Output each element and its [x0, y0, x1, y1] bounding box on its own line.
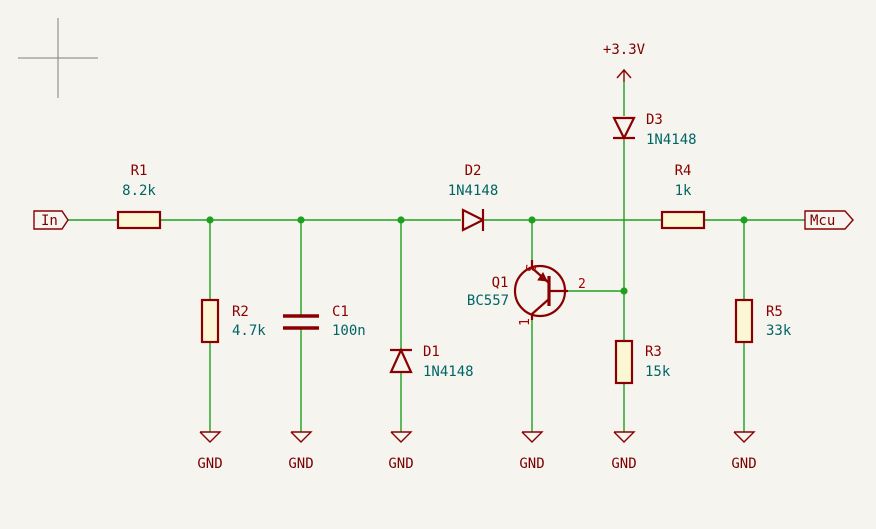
diode-d1[interactable]: D1 1N4148 [389, 344, 474, 380]
r2-ref: R2 [232, 304, 249, 320]
r4-ref: R4 [675, 163, 692, 179]
gnd-label: GND [197, 456, 222, 472]
transistor-q1[interactable]: 3 2 1 Q1 BC557 [467, 260, 586, 326]
gnd-label: GND [611, 456, 636, 472]
resistor-r2[interactable]: R2 4.7k [200, 298, 266, 344]
gnd-label: GND [388, 456, 413, 472]
d3-ref: D3 [646, 112, 663, 128]
pnp-arrow-icon [537, 272, 548, 282]
r1-ref: R1 [131, 163, 148, 179]
crosshair-cursor-icon [18, 18, 98, 98]
gnd-symbol-r2[interactable]: GND [197, 431, 223, 472]
junction-dot [620, 287, 628, 295]
junctions [206, 216, 748, 295]
q1-pin-emitter: 3 [522, 264, 537, 272]
d2-value: 1N4148 [448, 183, 499, 199]
gnd-symbol-r3[interactable]: GND [611, 431, 637, 472]
d1-ref: D1 [423, 344, 440, 360]
capacitor-c1[interactable]: C1 100n [283, 304, 366, 339]
r2-value: 4.7k [232, 323, 266, 339]
gnd-symbol-q1[interactable]: GND [519, 431, 545, 472]
r3-ref: R3 [645, 344, 662, 360]
gnd-symbol-c1[interactable]: GND [288, 431, 314, 472]
r4-value: 1k [675, 183, 692, 199]
label-in-text: In [41, 213, 58, 229]
q1-pin-collector: 1 [518, 318, 533, 326]
d3-value: 1N4148 [646, 132, 697, 148]
junction-dot [740, 216, 748, 224]
gnd-symbol-r5[interactable]: GND [731, 431, 757, 472]
label-mcu-text: Mcu [810, 213, 835, 229]
resistor-r5[interactable]: R5 33k [734, 298, 792, 344]
q1-pin-base: 2 [578, 277, 586, 292]
q1-ref: Q1 [492, 275, 509, 291]
wires [68, 82, 805, 432]
junction-dot [206, 216, 214, 224]
resistor-r4[interactable]: R4 1k [660, 163, 706, 230]
diode-d2[interactable]: D2 1N4148 [448, 163, 499, 232]
r5-value: 33k [766, 323, 792, 339]
resistor-r1[interactable]: R1 8.2k [116, 163, 162, 230]
diode-d3[interactable]: D3 1N4148 [612, 112, 697, 148]
junction-dot [297, 216, 305, 224]
r3-value: 15k [645, 364, 671, 380]
label-mcu[interactable]: Mcu [804, 210, 854, 230]
power-vcc-symbol[interactable]: +3.3V [603, 42, 646, 82]
d2-ref: D2 [465, 163, 482, 179]
junction-dot [528, 216, 536, 224]
resistor-r3[interactable]: R3 15k [614, 339, 671, 385]
junction-dot [397, 216, 405, 224]
vcc-label: +3.3V [603, 42, 646, 58]
q1-value: BC557 [467, 293, 509, 309]
gnd-label: GND [519, 456, 544, 472]
r1-value: 8.2k [122, 183, 156, 199]
d1-value: 1N4148 [423, 364, 474, 380]
c1-value: 100n [332, 323, 366, 339]
gnd-symbol-d1[interactable]: GND [388, 431, 414, 472]
label-in[interactable]: In [33, 210, 69, 230]
c1-ref: C1 [332, 304, 349, 320]
r5-ref: R5 [766, 304, 783, 320]
gnd-label: GND [288, 456, 313, 472]
gnd-label: GND [731, 456, 756, 472]
